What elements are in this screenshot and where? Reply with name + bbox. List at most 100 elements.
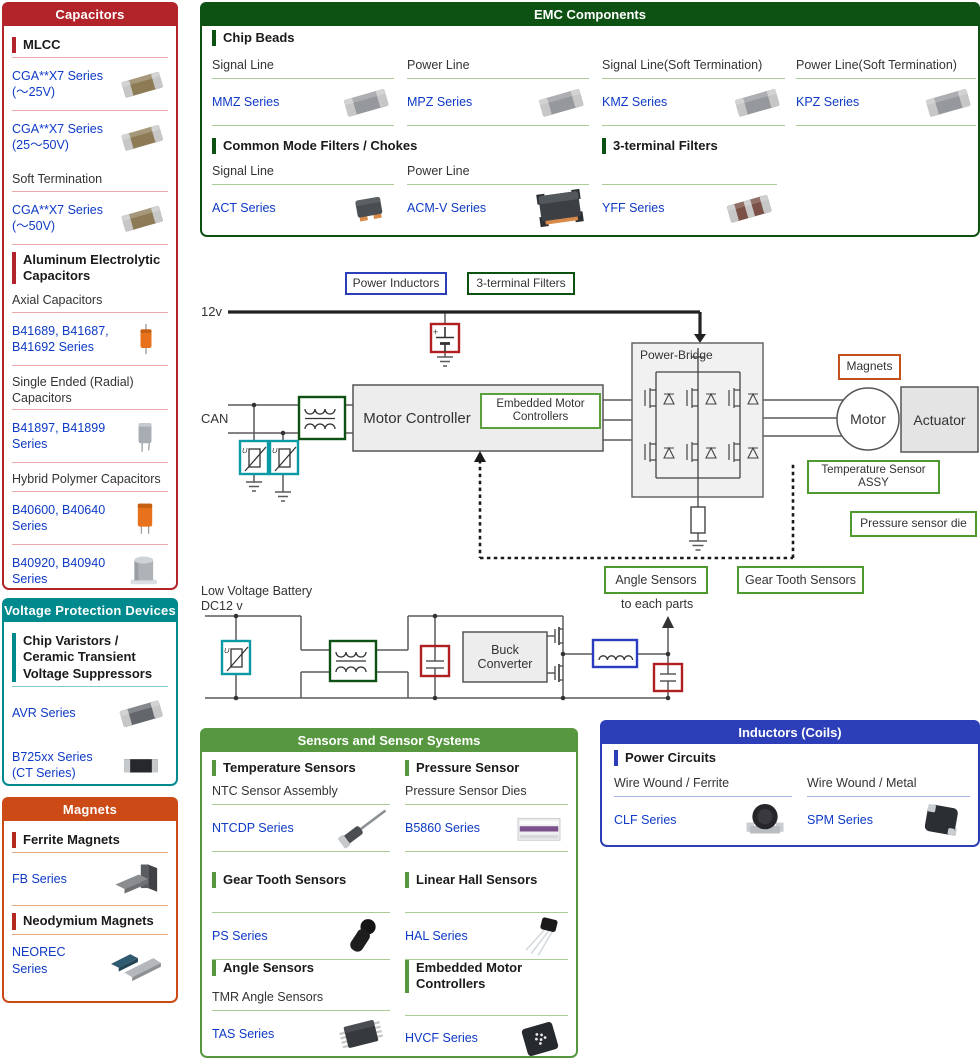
can-label: CAN [201,411,229,426]
aluminum-electrolytic-heading: Aluminum Electrolytic Capacitors [12,252,168,285]
link-kmz-series[interactable]: KMZ Series [602,94,668,109]
arrow-up-icon [662,616,674,628]
link-mmz-series[interactable]: MMZ Series [212,94,280,109]
wire-wound-metal-label: Wire Wound / Metal [807,776,970,797]
varistor-symbol: U [220,639,252,676]
list-item: TAS Series [212,1011,390,1057]
list-item: FB Series [12,853,168,905]
link-b40920-series[interactable]: B40920, B40940 Series [12,555,106,586]
list-item: CGA**X7 Series (25～50V) [12,111,168,163]
list-item: B5860 Series [405,805,568,853]
link-avr-series[interactable]: AVR Series [12,705,76,720]
power-circuits-heading: Power Circuits [614,750,716,766]
link-tas-series[interactable]: TAS Series [212,1027,275,1042]
linear-hall-sensors-heading: Linear Hall Sensors [405,872,568,888]
link-fb-series[interactable]: FB Series [12,872,67,887]
link-cga-25-50v[interactable]: CGA**X7 Series (25～50V) [12,122,104,153]
divider [12,243,168,245]
divider [12,312,168,313]
spm-coil-image [916,798,970,842]
link-neorec-series[interactable]: NEOREC Series [12,945,66,976]
link-hvcf-series[interactable]: HVCF Series [405,1031,478,1046]
ferrite-bead-chip-image [920,81,976,123]
link-acm-v-series[interactable]: ACM-V Series [407,200,487,215]
12v-rail [228,310,702,335]
svg-text:U: U [242,446,248,455]
emc-col-yff: YFF Series [602,164,777,231]
sensors-panel: Sensors and Sensor Systems Temperature S… [200,728,578,1058]
link-b5860-series[interactable]: B5860 Series [405,821,481,836]
list-item: HAL Series [405,913,568,961]
divider [12,685,168,687]
embedded-motor-controllers-label[interactable]: Embedded Motor Controllers [480,393,601,429]
inductors-panel: Inductors (Coils) Power Circuits Wire Wo… [600,720,980,847]
magnets-card: Magnets Ferrite Magnets FB Series Neodym… [2,797,178,1003]
gear-tooth-sensors-label[interactable]: Gear Tooth Sensors [737,566,864,594]
three-terminal-filters-heading: 3-terminal Filters [602,138,718,154]
list-item: B40600, B40640 Series [12,492,168,544]
chip-varistors-heading: Chip Varistors / Ceramic Transient Volta… [12,633,168,682]
pressure-sensor-die-label[interactable]: Pressure sensor die [850,511,977,537]
angle-sensors-label[interactable]: Angle Sensors [604,566,708,594]
list-item: B41897, B41899 Series [12,410,168,462]
magnets-label[interactable]: Magnets [838,354,901,380]
divider [12,905,168,907]
three-terminal-filters-label[interactable]: 3-terminal Filters [467,272,575,295]
link-mpz-series[interactable]: MPZ Series [407,94,473,109]
ferrite-bead-chip-image [729,81,785,123]
emc-col-power-line: Power Line MPZ Series [407,58,589,126]
link-b40600-series[interactable]: B40600, B40640 Series [12,502,106,533]
tmr-sop-image [332,1012,390,1056]
svg-text:U: U [224,646,230,655]
link-b41689-series[interactable]: B41689, B41687, B41692 Series [12,323,109,354]
divider [12,933,168,935]
common-mode-filters-heading: Common Mode Filters / Chokes [212,138,417,154]
buck-converter-label: Buck Converter [477,643,533,671]
to-each-parts-label: to each parts [621,597,694,611]
mlcc-chip-image [116,64,168,104]
junction-dots [233,402,671,701]
list-item: MPZ Series [407,79,589,126]
temperature-sensor-assy-label[interactable]: Temperature Sensor ASSY [807,460,940,494]
link-kpz-series[interactable]: KPZ Series [796,94,860,109]
link-clf-series[interactable]: CLF Series [614,812,677,827]
emc-col-signal-line: Signal Line MMZ Series [212,58,394,126]
svg-text:+: + [433,327,438,337]
link-ntcdp-series[interactable]: NTCDP Series [212,821,294,836]
list-item: ACT Series [212,185,394,231]
link-act-series[interactable]: ACT Series [212,200,276,215]
battery-symbol: + [429,322,461,354]
emc-col-power-soft: Power Line(Soft Termination) KPZ Series [796,58,976,126]
pressure-sensor-dies-label: Pressure Sensor Dies [405,784,568,806]
emc-panel-title: EMC Components [200,2,980,26]
common-mode-choke-large-image [531,185,589,231]
chip-beads-heading: Chip Beads [212,30,295,46]
link-cga-25v[interactable]: CGA**X7 Series (～25V) [12,69,104,100]
empty-label [602,164,777,185]
link-yff-series[interactable]: YFF Series [602,200,665,215]
link-b725xx-series[interactable]: B725xx Series (CT Series) [12,749,93,780]
divider [12,543,168,545]
list-item: NEOREC Series [12,935,168,987]
motor-label: Motor [850,411,886,427]
list-item: ACM-V Series [407,185,589,231]
pressure-sensor-heading: Pressure Sensor [405,760,568,776]
link-cga-50v[interactable]: CGA**X7 Series (～50V) [12,202,104,233]
low-voltage-battery-label: Low Voltage Battery DC12 v [201,584,312,614]
signal-line-soft-label: Signal Line(Soft Termination) [602,58,785,79]
motor-circle [836,387,900,451]
link-ps-series[interactable]: PS Series [212,929,268,944]
gear-tooth-sensors-heading: Gear Tooth Sensors [212,872,390,888]
diode-symbols [663,392,759,459]
low-voltage-battery-line2: DC12 v [201,599,243,613]
motor-controller-label: Motor Controller [363,409,471,427]
link-b41897-series[interactable]: B41897, B41899 Series [12,421,106,452]
common-mode-filter-symbol [297,395,347,441]
link-hal-series[interactable]: HAL Series [405,929,468,944]
list-item: CGA**X7 Series (～25V) [12,58,168,110]
low-voltage-battery-line1: Low Voltage Battery [201,584,313,598]
power-inductors-label[interactable]: Power Inductors [345,272,447,295]
smd-can-image [118,550,168,590]
link-spm-series[interactable]: SPM Series [807,812,873,827]
